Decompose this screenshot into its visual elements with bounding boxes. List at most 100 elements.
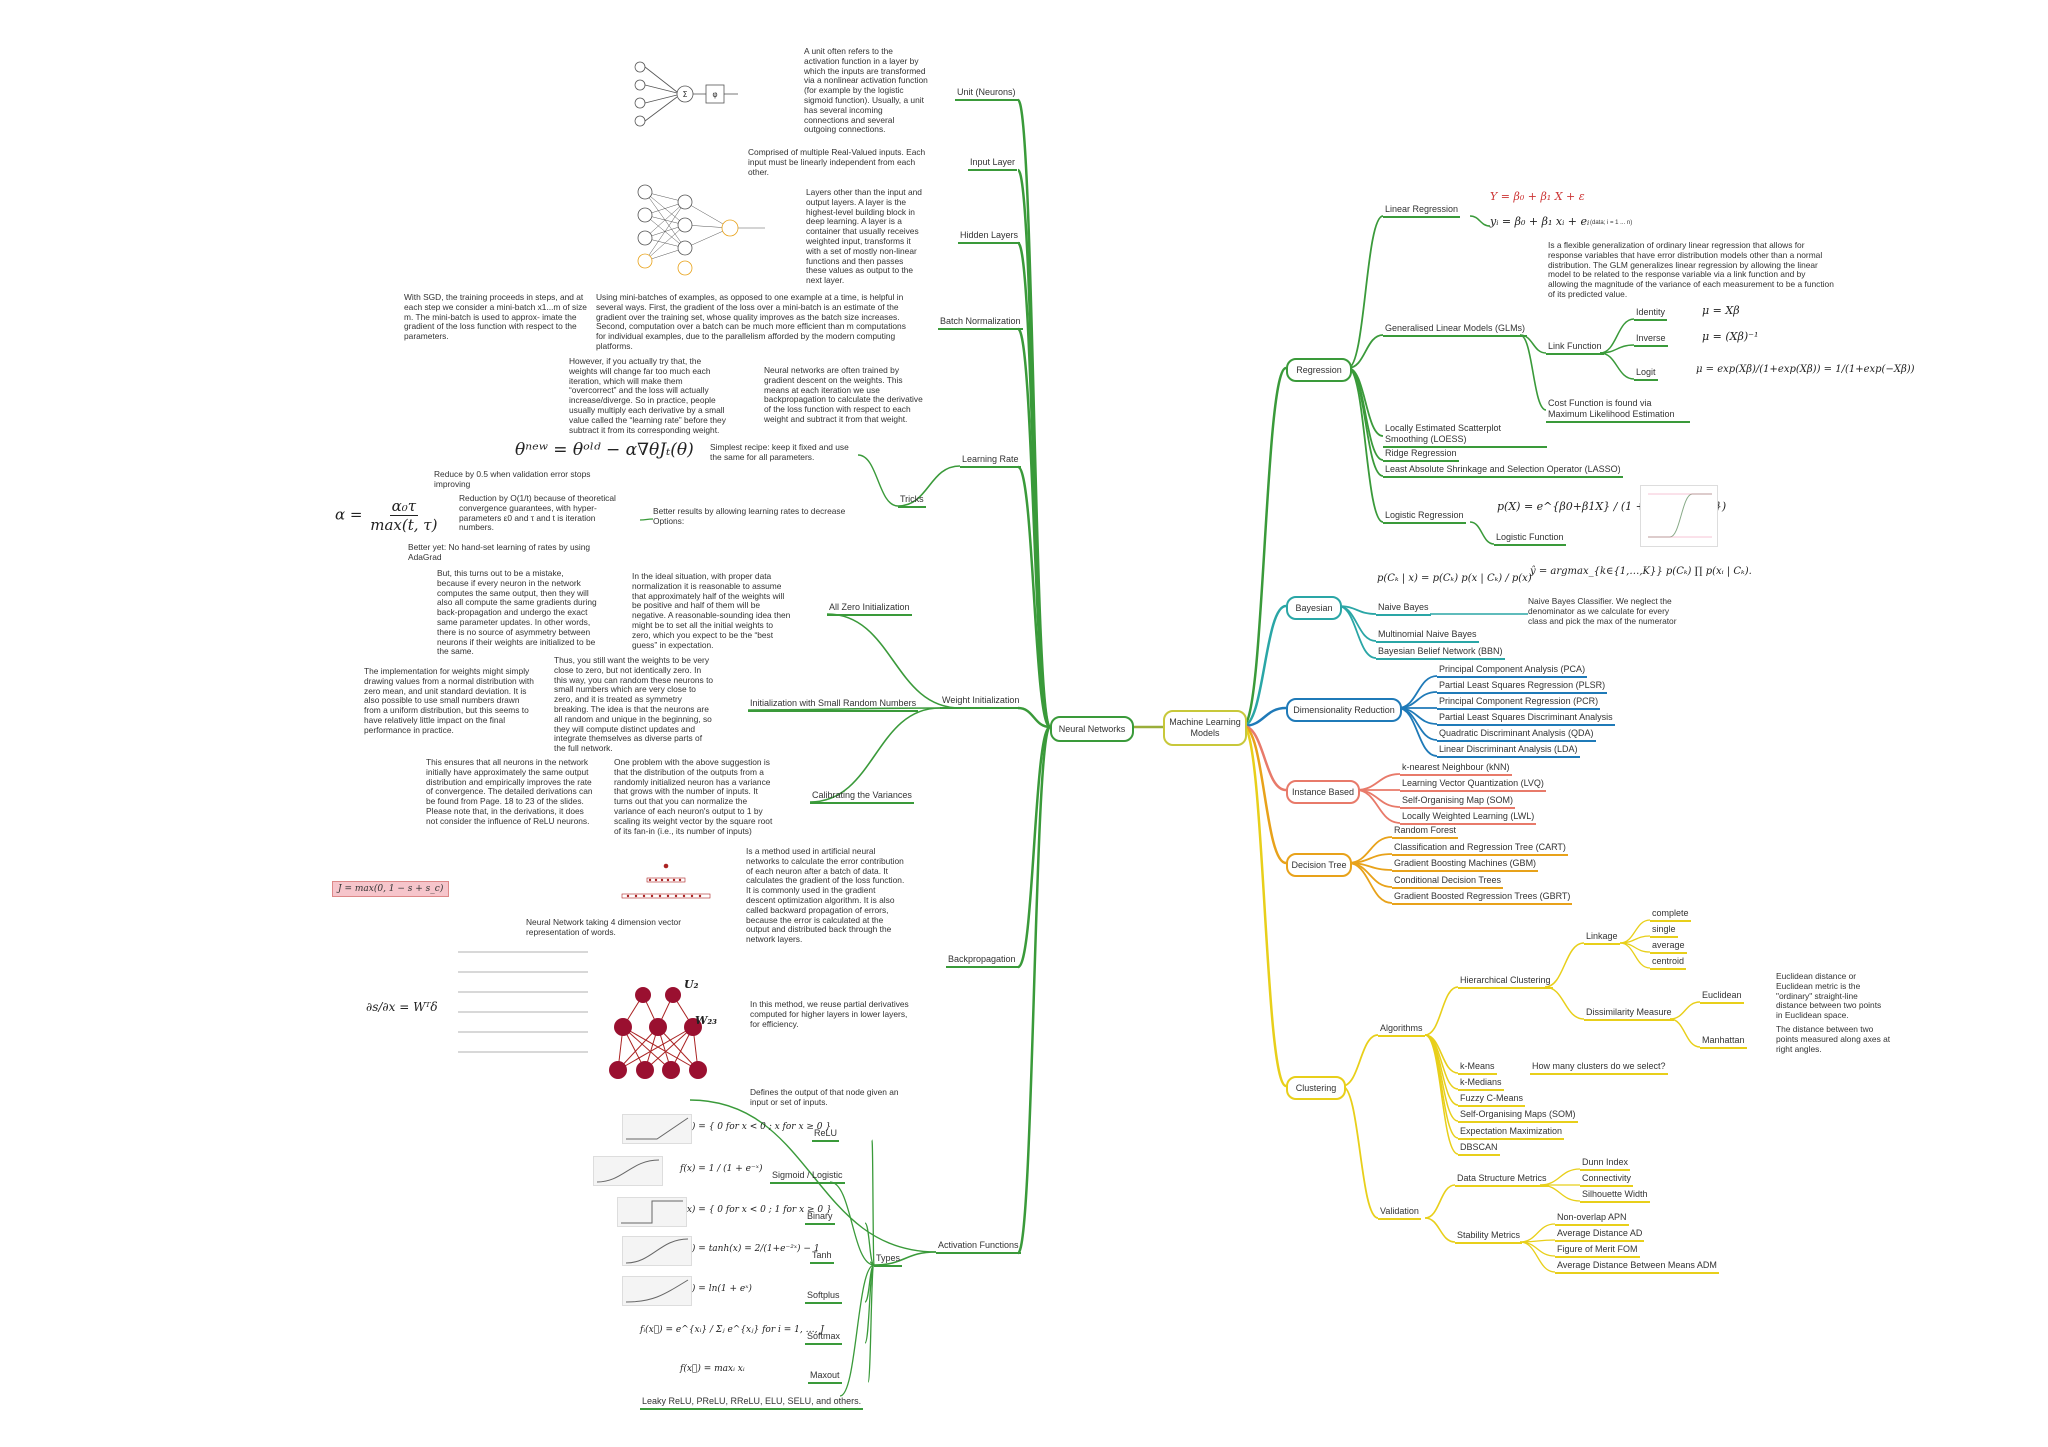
- node-regression[interactable]: Regression: [1286, 358, 1352, 382]
- connector-line: [867, 1264, 875, 1383]
- stability-item-non-overlap-apn[interactable]: Non-overlap APN: [1555, 1212, 1629, 1226]
- node-loess[interactable]: Locally Estimated Scatterplot Smoothing …: [1383, 423, 1547, 448]
- node-tricks[interactable]: Tricks: [898, 494, 926, 508]
- instance-item-k-nearest-neighbour-knn[interactable]: k-nearest Neighbour (kNN): [1400, 762, 1512, 776]
- node-multinomial-naive-bayes[interactable]: Multinomial Naive Bayes: [1376, 629, 1479, 643]
- tree-item-gradient-boosted-regression-trees-gbrt[interactable]: Gradient Boosted Regression Trees (GBRT): [1392, 891, 1573, 905]
- node-decision-tree[interactable]: Decision Tree: [1286, 853, 1352, 877]
- dimred-item-quadratic-discriminant-analysis-qda[interactable]: Quadratic Discriminant Analysis (QDA): [1437, 728, 1596, 742]
- node-logistic-regression[interactable]: Logistic Regression: [1383, 510, 1466, 524]
- dimred-item-principal-component-analysis-pca[interactable]: Principal Component Analysis (PCA): [1437, 664, 1588, 678]
- node-algorithms[interactable]: Algorithms: [1378, 1023, 1425, 1037]
- algorithm-item-fuzzy-c-means[interactable]: Fuzzy C-Means: [1458, 1093, 1526, 1107]
- connector-line: [1242, 724, 1287, 792]
- tree-item-gradient-boosting-machines-gbm[interactable]: Gradient Boosting Machines (GBM): [1392, 858, 1539, 872]
- node-hidden-layers[interactable]: Hidden Layers: [958, 230, 1021, 244]
- node-linear-regression[interactable]: Linear Regression: [1383, 204, 1461, 218]
- node-euclidean[interactable]: Euclidean: [1700, 990, 1744, 1004]
- linkage-item-centroid[interactable]: centroid: [1650, 956, 1687, 970]
- dimred-item-linear-discriminant-analysis-lda[interactable]: Linear Discriminant Analysis (LDA): [1437, 744, 1580, 758]
- activation-type-softplus[interactable]: Softplus: [805, 1290, 842, 1304]
- node-link-identity[interactable]: Identity: [1634, 307, 1668, 321]
- tricks-simplest: Simplest recipe: keep it fixed and use t…: [710, 442, 849, 462]
- node-manhattan[interactable]: Manhattan: [1700, 1035, 1747, 1049]
- node-bayesian[interactable]: Bayesian: [1286, 596, 1342, 620]
- connector-line: [1519, 1241, 1556, 1257]
- node-data-structure-metrics[interactable]: Data Structure Metrics: [1455, 1173, 1549, 1187]
- dimred-item-partial-least-squares-discriminant-analysis[interactable]: Partial Least Squares Discriminant Analy…: [1437, 712, 1615, 726]
- algorithm-item-expectation-maximization[interactable]: Expectation Maximization: [1458, 1126, 1565, 1140]
- algorithm-item-k-medians[interactable]: k-Medians: [1458, 1077, 1504, 1091]
- dimred-item-partial-least-squares-regression-plsr[interactable]: Partial Least Squares Regression (PLSR): [1437, 680, 1608, 694]
- root-machine-learning-models[interactable]: Machine Learning Models: [1163, 710, 1247, 746]
- node-lasso[interactable]: Least Absolute Shrinkage and Selection O…: [1383, 464, 1623, 478]
- linkage-item-average[interactable]: average: [1650, 940, 1687, 954]
- dsm-item-dunn-index[interactable]: Dunn Index: [1580, 1157, 1631, 1171]
- root-neural-networks[interactable]: Neural Networks: [1050, 716, 1134, 742]
- node-dimensionality-reduction[interactable]: Dimensionality Reduction: [1286, 698, 1402, 722]
- tricks-better: Better results by allowing learning rate…: [653, 506, 846, 526]
- activation-type-maxout[interactable]: Maxout: [808, 1370, 842, 1384]
- node-bbn[interactable]: Bayesian Belief Network (BBN): [1376, 646, 1505, 660]
- connector-line: [1347, 367, 1384, 523]
- node-instance-based[interactable]: Instance Based: [1286, 780, 1360, 804]
- node-clustering[interactable]: Clustering: [1286, 1076, 1346, 1100]
- instance-item-locally-weighted-learning-lwl[interactable]: Locally Weighted Learning (LWL): [1400, 811, 1537, 825]
- node-glm[interactable]: Generalised Linear Models (GLMs): [1383, 323, 1528, 337]
- node-ridge[interactable]: Ridge Regression: [1383, 448, 1459, 462]
- dsm-item-silhouette-width[interactable]: Silhouette Width: [1580, 1189, 1650, 1203]
- node-naive-bayes[interactable]: Naive Bayes: [1376, 602, 1431, 616]
- node-input-layer[interactable]: Input Layer: [968, 157, 1018, 171]
- node-hierarchical-clustering[interactable]: Hierarchical Clustering: [1458, 975, 1553, 989]
- activation-type-relu[interactable]: ReLU: [812, 1128, 840, 1142]
- node-backpropagation[interactable]: Backpropagation: [946, 954, 1018, 968]
- tree-item-conditional-decision-trees[interactable]: Conditional Decision Trees: [1392, 875, 1504, 889]
- dsm-item-connectivity[interactable]: Connectivity: [1580, 1173, 1634, 1187]
- linkage-item-complete[interactable]: complete: [1650, 908, 1691, 922]
- stability-item-average-distance-ad[interactable]: Average Distance AD: [1555, 1228, 1645, 1242]
- tree-item-random-forest[interactable]: Random Forest: [1392, 825, 1459, 839]
- activation-others[interactable]: Leaky ReLU, PReLU, RReLU, ELU, SELU, and…: [640, 1396, 864, 1410]
- node-linkage[interactable]: Linkage: [1584, 931, 1620, 945]
- node-all-zero-initialization[interactable]: All Zero Initialization: [827, 602, 912, 616]
- tricks-adagrad: Better yet: No hand-set learning of rate…: [408, 542, 591, 562]
- instance-item-learning-vector-quantization-lvq[interactable]: Learning Vector Quantization (LVQ): [1400, 778, 1546, 792]
- activation-type-sigmoid-logistic[interactable]: Sigmoid / Logistic: [770, 1170, 845, 1184]
- node-dissimilarity-measure[interactable]: Dissimilarity Measure: [1584, 1007, 1674, 1021]
- neuron-diagram-image: Σ φ: [634, 61, 738, 127]
- kmeans-question[interactable]: How many clusters do we select?: [1530, 1061, 1668, 1075]
- dimred-item-principal-component-regression-pcr[interactable]: Principal Component Regression (PCR): [1437, 696, 1601, 710]
- tree-item-classification-and-regression-tree-cart[interactable]: Classification and Regression Tree (CART…: [1392, 842, 1568, 856]
- node-link-function[interactable]: Link Function: [1546, 341, 1604, 355]
- instance-item-self-organising-map-som[interactable]: Self-Organising Map (SOM): [1400, 795, 1516, 809]
- connector-line: [1016, 241, 1052, 729]
- node-kmeans[interactable]: k-Means: [1458, 1061, 1497, 1075]
- w23-label: W₂₃: [695, 1014, 717, 1027]
- node-activation-functions[interactable]: Activation Functions: [936, 1240, 1021, 1254]
- node-cost-function[interactable]: Cost Function is found via Maximum Likel…: [1546, 398, 1690, 423]
- linkage-item-single[interactable]: single: [1650, 924, 1678, 938]
- node-activation-types[interactable]: Types: [874, 1253, 903, 1267]
- node-link-inverse[interactable]: Inverse: [1634, 333, 1668, 347]
- algorithm-item-self-organising-maps-som[interactable]: Self-Organising Maps (SOM): [1458, 1109, 1578, 1123]
- algorithm-item-dbscan[interactable]: DBSCAN: [1458, 1142, 1500, 1156]
- node-logistic-function[interactable]: Logistic Function: [1494, 532, 1566, 546]
- node-calibrating-variances[interactable]: Calibrating the Variances: [810, 790, 914, 804]
- activation-type-binary[interactable]: Binary: [805, 1211, 835, 1225]
- node-validation[interactable]: Validation: [1378, 1206, 1421, 1220]
- node-learning-rate[interactable]: Learning Rate: [960, 454, 1021, 468]
- stability-item-average-distance-between-means-adm[interactable]: Average Distance Between Means ADM: [1555, 1260, 1719, 1274]
- activation-type-softmax[interactable]: Softmax: [805, 1331, 843, 1345]
- node-unit-neurons[interactable]: Unit (Neurons): [955, 87, 1018, 101]
- small-random-description: Thus, you still want the weights to be v…: [554, 655, 714, 754]
- node-small-random-init[interactable]: Initialization with Small Random Numbers: [748, 698, 919, 712]
- node-weight-initialization[interactable]: Weight Initialization: [940, 695, 1022, 709]
- stability-item-figure-of-merit-fom[interactable]: Figure of Merit FOM: [1555, 1244, 1640, 1258]
- node-stability-metrics[interactable]: Stability Metrics: [1455, 1230, 1523, 1244]
- node-batch-normalization[interactable]: Batch Normalization: [938, 316, 1023, 330]
- gradient-update-formula: θⁿᵉʷ = θᵒˡᵈ − α∇θJₜ(θ): [515, 440, 694, 460]
- calibrating-description: One problem with the above suggestion is…: [614, 757, 773, 836]
- activation-type-tanh[interactable]: Tanh: [810, 1250, 834, 1264]
- node-link-logit[interactable]: Logit: [1634, 367, 1658, 381]
